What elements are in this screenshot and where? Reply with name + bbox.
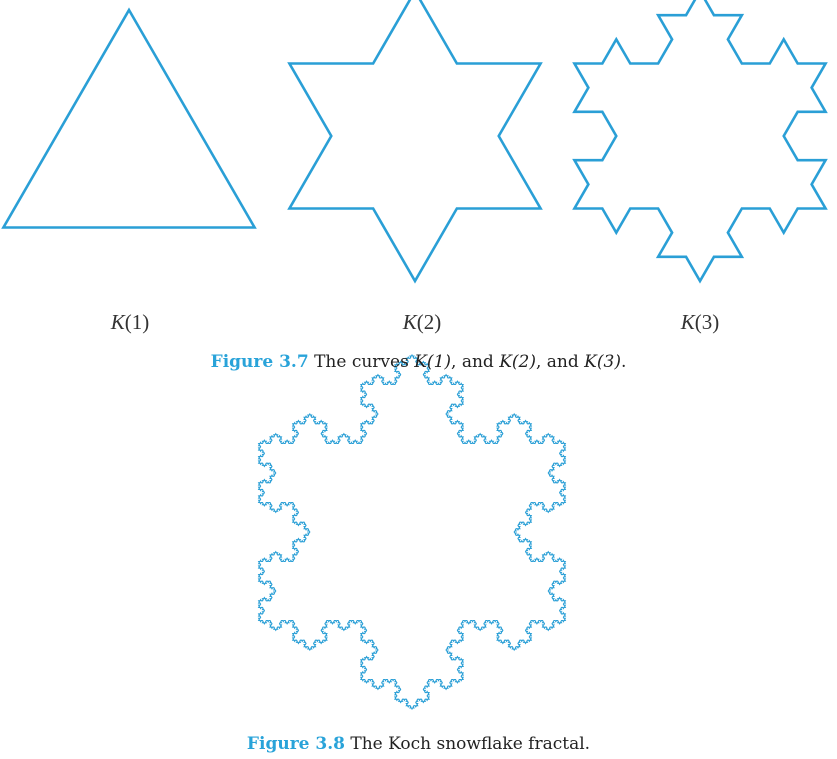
subfigure-label-k2: K(2): [402, 310, 442, 334]
subfigure-label-k3: K(3): [680, 310, 720, 334]
koch-snowflake: [257, 353, 567, 711]
figure-3-7-label: Figure 3.7: [210, 352, 309, 372]
figure-3-8-caption: Figure 3.8 The Koch snowflake fractal.: [246, 734, 591, 754]
koch-curve-k2: [287, 0, 543, 284]
figure-3-7-caption: Figure 3.7 The curves K(1), and K(2), an…: [210, 352, 627, 372]
koch-curve-k3: [572, 0, 828, 284]
koch-curve-k1: [1, 7, 257, 229]
figure-3-8-label: Figure 3.8: [246, 734, 345, 754]
subfigure-label-k1: K(1): [110, 310, 150, 334]
